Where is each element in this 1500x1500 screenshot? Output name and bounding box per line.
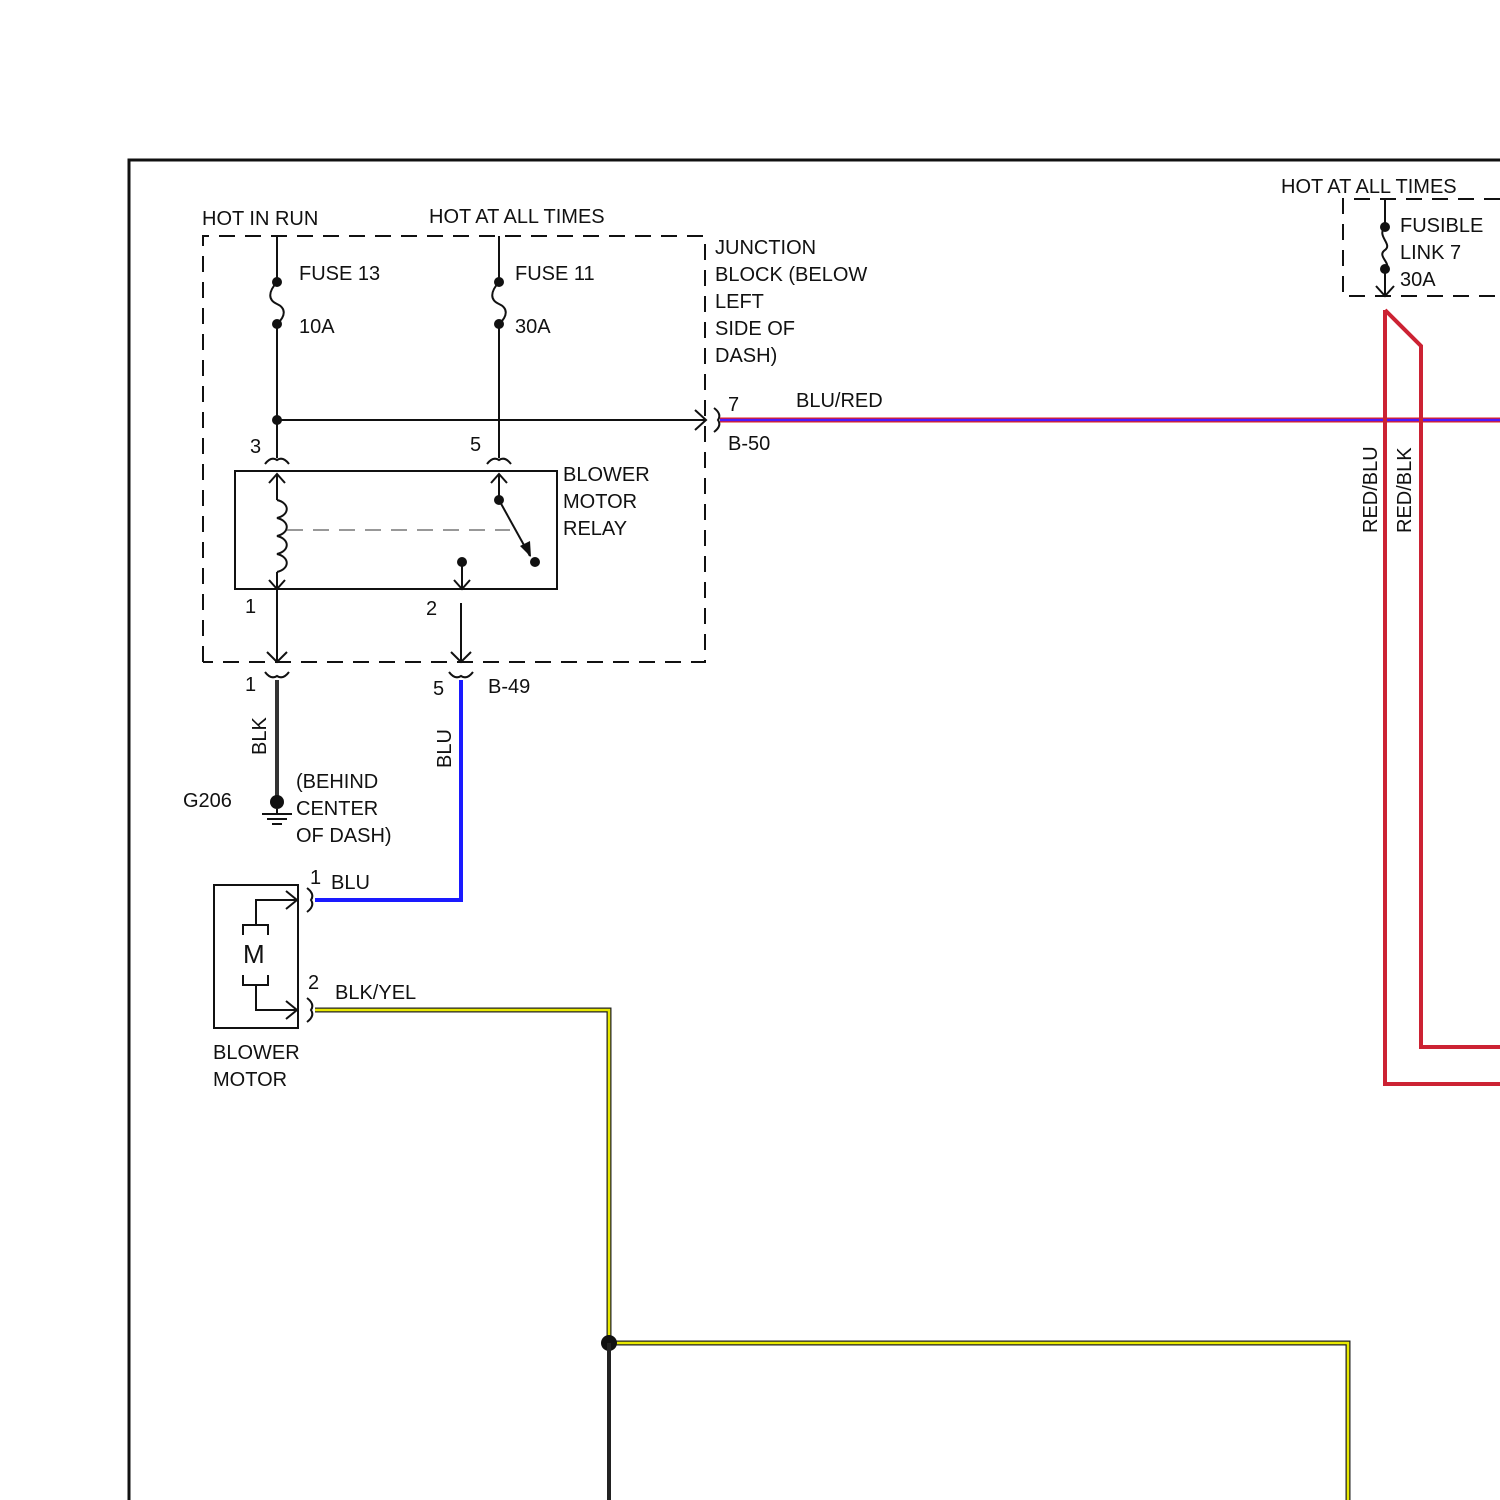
b49-label: B-49 — [488, 676, 530, 698]
b49-pin-5: 5 — [433, 678, 444, 700]
fuse-11-rating: 30A — [515, 316, 551, 338]
relay-connector-3 — [265, 459, 289, 464]
relay-label-2: MOTOR — [563, 491, 637, 513]
junction-block-label-5: DASH) — [715, 345, 777, 367]
junction-block-label-4: SIDE OF — [715, 318, 795, 340]
junction-block-label-1: JUNCTION — [715, 237, 816, 259]
fuse-11 — [492, 236, 506, 458]
b50-label: B-50 — [728, 433, 770, 455]
g206-label: G206 — [183, 790, 232, 812]
blk-label: BLK — [249, 717, 271, 755]
ground-location-1: (BEHIND — [296, 771, 378, 793]
connector-b50 — [714, 408, 719, 432]
relay-pin-3: 3 — [250, 436, 261, 458]
relay-pin-5: 5 — [470, 434, 481, 456]
motor-blu-label: BLU — [331, 872, 370, 894]
motor-symbol: M — [243, 939, 265, 969]
ground-location-2: CENTER — [296, 798, 378, 820]
ground-symbol — [262, 795, 292, 824]
relay-pin-2: 2 — [426, 598, 437, 620]
connector-b49-5 — [449, 672, 473, 677]
relay-connector-5 — [487, 459, 511, 464]
motor-pin-1: 1 — [310, 867, 321, 889]
fusible-link-7 — [1376, 199, 1394, 296]
fuse-11-label: FUSE 11 — [515, 263, 595, 285]
junction-block-label-2: BLOCK (BELOW — [715, 264, 867, 286]
motor-connector-1 — [307, 888, 312, 912]
blk-yel-label: BLK/YEL — [335, 982, 416, 1004]
blu-red-label: BLU/RED — [796, 390, 883, 412]
red-blu-label: RED/BLU — [1360, 446, 1382, 533]
junction-block-boundary — [203, 236, 705, 662]
hot-at-all-times-label: HOT AT ALL TIMES — [429, 206, 605, 228]
wire-blk-yel-inner — [315, 1010, 1348, 1500]
fuse-13-label: FUSE 13 — [299, 263, 380, 285]
relay-switch — [454, 474, 540, 589]
blower-motor-label-2: MOTOR — [213, 1069, 287, 1091]
relay-label-1: BLOWER — [563, 464, 650, 486]
fusible-label-3: 30A — [1400, 269, 1436, 291]
wire-blk-yel-outer — [315, 1010, 1348, 1500]
motor-pin-2: 2 — [308, 972, 319, 994]
fuse-13-rating: 10A — [299, 316, 335, 338]
relay-coil — [269, 474, 510, 589]
blower-motor-label-1: BLOWER — [213, 1042, 300, 1064]
blu-vertical-label: BLU — [434, 729, 456, 768]
red-blk-label: RED/BLK — [1394, 447, 1416, 533]
pin-7-label: 7 — [728, 394, 739, 416]
b49-pin-1: 1 — [245, 674, 256, 696]
motor-connector-2 — [307, 998, 312, 1022]
relay-pin-1: 1 — [245, 596, 256, 618]
fusible-label-1: FUSIBLE — [1400, 215, 1483, 237]
wire-red-blu — [1385, 310, 1500, 1084]
hot-at-all-times-right-label: HOT AT ALL TIMES — [1281, 176, 1457, 198]
connector-b49-1 — [265, 672, 289, 677]
ground-location-3: OF DASH) — [296, 825, 392, 847]
relay-label-3: RELAY — [563, 518, 627, 540]
fusible-label-2: LINK 7 — [1400, 242, 1461, 264]
junction-block-label-3: LEFT — [715, 291, 764, 313]
hot-in-run-label: HOT IN RUN — [202, 208, 318, 230]
